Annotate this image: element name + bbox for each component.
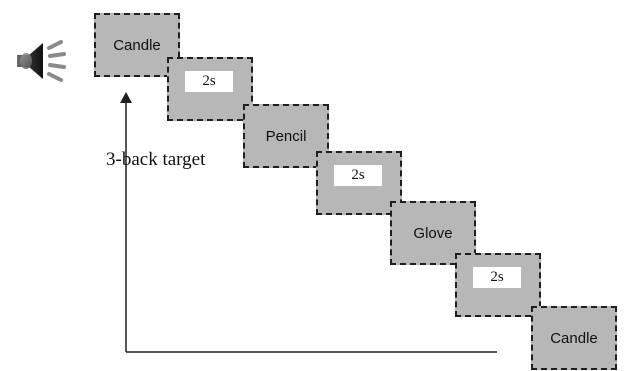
delay-label: 2s [473, 267, 521, 288]
target-label: 3-back target [106, 149, 206, 170]
stimulus-word: Pencil [265, 127, 307, 145]
stimulus-word: Glove [413, 224, 453, 242]
speaker-icon [17, 40, 66, 82]
delay-box-2: 2s [316, 151, 402, 215]
delay-label: 2s [334, 165, 382, 186]
stimulus-word: Candle [550, 329, 598, 347]
delay-label: 2s [185, 71, 233, 92]
stimulus-box-candle-1: Candle [94, 13, 180, 77]
delay-box-1: 2s [167, 57, 253, 121]
stimulus-word: Candle [113, 36, 161, 54]
stimulus-box-pencil: Pencil [243, 104, 329, 168]
stimulus-box-candle-2: Candle [531, 306, 617, 370]
delay-box-3: 2s [455, 253, 541, 317]
stimulus-box-glove: Glove [390, 201, 476, 265]
